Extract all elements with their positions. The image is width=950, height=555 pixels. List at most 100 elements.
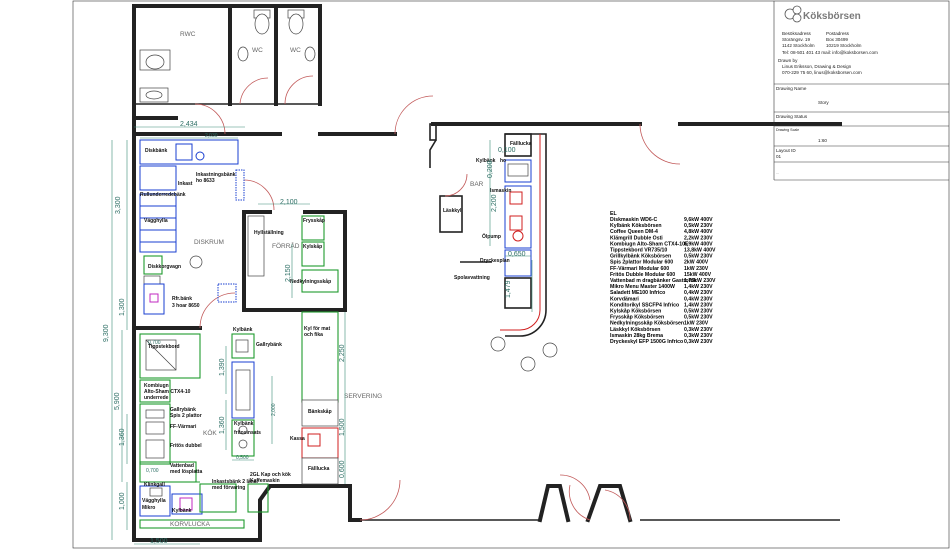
electrical-item-name: Klämgrill Dubble Osti [610,235,663,241]
label-kombiugn: Kombiugn [144,383,169,389]
electrical-item-name: Vattenbad m dragbänker Gastrotek [610,278,696,284]
drawing-status-label: Drawing Status [776,114,808,119]
room-label-korvlucka: KORVLUCKA [170,521,211,528]
electrical-item-value: 0,3kW 230V [684,327,713,333]
label-kylbank-right-2: Kylbänk [234,421,254,427]
label-bar-kylbank-ho: ho [500,158,506,164]
contact-line: Tel: 08-501 401 43 mail: info@koksborsen… [782,50,878,55]
electrical-item-name: Kylskåp Köksbörsen [610,308,661,315]
electrical-item-value: 1,75kW 230V [684,278,716,284]
label-inkastsbank-forvaring: med förvaring [212,485,245,491]
electrical-item-value: 13,8kW 400V [684,248,716,254]
label-vagghylla-mikro: Vägghylla [142,498,166,504]
electrical-item-name: Coffee Queen DM-4 [610,229,658,235]
dim-1000: 1,000 [119,492,126,510]
electrical-item-name: Diskmaskin WD6-C [610,217,658,223]
service-counter [301,311,339,485]
drawing-name-label: Drawing Name [776,86,807,91]
label-klinkgall: Klinkgall [144,482,165,488]
dim-2100: 2,100 [280,199,298,206]
address-left-1: Besöksadress [782,31,812,36]
electrical-item-name: Fritös Dubble Modular 600 [610,272,675,278]
dim-3300: 3,300 [115,196,122,214]
dim-0700: 0,700 [148,340,161,346]
label-kaffemaskin: Kaffemaskin [250,478,280,484]
label-bar-spolavvattning: Spolavvattning [454,275,490,281]
label-vagghylla: Vägghylla [144,218,168,224]
electrical-item-name: Spis 2plattor Modular 600 [610,260,673,266]
title-block: Köksbörsen Besöksadress Storängsv. 19 11… [773,1,949,181]
label-rfrbank-hoar: 3 hoar 8650 [172,303,200,309]
label-vattenbad: Vattenbad [170,463,194,469]
dim-2434: 2,434 [180,121,198,128]
electrical-item-name: Ismaskin 28kg Brema [610,333,663,339]
dim-2250: 2,250 [339,344,346,362]
label-kylbank-fritosinsats: fritosinsats [234,430,261,436]
dim-1360: 1,360 [119,428,126,446]
dim-0600: 0,600 [339,460,346,478]
label-diskbank: Diskbänk [145,148,167,154]
label-bankskap: Bänkskåp [308,408,332,415]
label-kap-kok: 2GL Kap och kök [250,472,291,478]
company-logo: Köksbörsen [784,5,861,23]
label-hyllstallning: Hyllställning [254,230,284,236]
room-label-diskrum: DISKRUM [194,239,224,246]
dim-1360-kitchen: 1,360 [219,416,226,434]
room-label-kok: KÖK [203,429,217,437]
label-fritos: Fritös dubbel [170,443,202,449]
electrical-item-name: FF-Värmari Modular 600 [610,266,669,272]
label-gallbank-right: Gallrybänk [256,342,282,348]
electrical-item-value: 9,6kW 400V [684,217,713,223]
title-block-footer: ... [776,171,779,175]
dim-0100: 0,100 [498,147,516,154]
electrical-item-value: 15kW 400V [684,272,712,278]
electrical-item-value: 2,2kW 230V [684,235,713,241]
electrical-item-name: Tippstekbord VR735/10 [610,248,667,254]
electrical-item-value: 4,8kW 400V [684,229,713,235]
dim-2030: 2,030 [205,133,218,139]
sheet-border [72,0,950,549]
label-gallbank: Gallrybänk [170,407,196,413]
label-spis: Spis 2 plattor [170,413,202,419]
dim-1500-service: 1,500 [339,418,346,436]
electrical-item-value: 0,4kW 230V [684,290,713,296]
label-bar-laskkyl: Läskkyl [443,208,462,214]
drawn-by-contact: 070-229 75 60, linus@koksborsen.com [782,70,862,75]
electrical-item-value: 0,4kW 230V [684,296,713,302]
label-kassa: Kassa [290,436,305,442]
label-kombiugn-model: Alto-Sham CTX4-10 [144,389,191,395]
restroom-fixtures [139,9,316,103]
electrical-item-value: 2kW 400V [684,260,709,266]
electrical-item-value: 1kW 230V [684,266,709,272]
walls [132,4,842,542]
drawing-name-value: Story [818,100,829,105]
drawn-by-label: Drawn by [778,58,798,63]
electrical-item-name: Saladett ME100 Infrico [610,290,665,296]
label-ff-varmari: FF-Värmari [170,424,197,430]
electrical-item-name: Korvdämari [610,296,639,302]
dishroom-equipment [139,139,245,315]
label-rfrbank: Rfr.bänk [172,296,192,302]
dim-0700-bottom: 0,700 [146,468,159,474]
company-name: Köksbörsen [803,11,861,22]
label-bar-ismaskin: Ismaskin [490,188,511,194]
address-right-3: 10219 Stockholm [826,43,862,48]
label-kylskap-forrad: Kylskåp [303,243,322,250]
label-bar-olpump: Ölpump [482,233,501,240]
room-label-bar: BAR [470,181,484,188]
storage-equipment [247,215,339,293]
label-och-fika: och fika [304,332,323,338]
electrical-item-value: 1,4kW 230V [684,284,713,290]
electrical-item-value: 6,9kW 400V [684,241,713,247]
label-inkastningsbank-ho: ho 8633 [196,178,215,184]
dim-5900: 5,900 [114,392,121,410]
room-label-rwc: RWC [180,31,196,38]
electrical-item-name: Grillkylbänk Köksbörsen [610,254,671,260]
dim-2000: 2,000 [271,403,277,416]
address-right-2: Box 30499 [826,37,848,42]
label-bar-dryckesplan: Dryckesplan [480,258,510,264]
electrical-item-value: 0,3kW 230V [684,339,713,345]
electrical-item-name: Läskkyl Köksbörsen [610,327,660,333]
